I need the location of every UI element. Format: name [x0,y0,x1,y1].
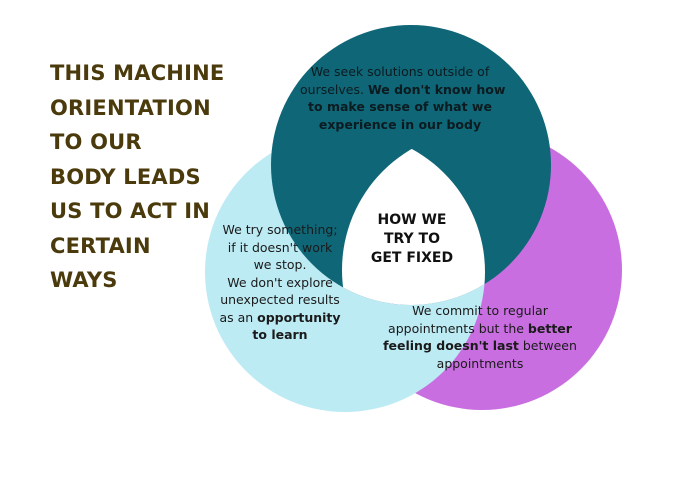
center-label: HOW WE TRY TO GET FIXED [356,211,468,268]
label-line: ourselves. We don't know how [300,81,505,99]
label-text: appointments but the [388,320,528,336]
heading: THIS MACHINE ORIENTATION TO OUR BODY LEA… [50,56,240,298]
label-line: as an opportunity [210,309,350,327]
heading-line: BODY LEADS [50,164,201,189]
label-line: appointments [436,355,524,371]
label-line: if it doesn't work [227,239,333,255]
heading-line: TO OUR [50,130,142,154]
label-line: We try something; [222,222,338,237]
center-overlap [342,132,485,305]
heading-line: THIS MACHINE [50,61,225,85]
center-line: TRY TO [383,231,441,247]
label-bold-text: to learn [252,327,308,342]
heading-line: ORIENTATION [50,95,211,120]
label-line: unexpected results [220,292,340,307]
label-line: We seek solutions outside of [310,64,490,79]
label-bold-text: opportunity [257,309,341,325]
label-text: between [518,338,577,353]
heading-line: WAYS [50,268,118,292]
label-line: we stop. [253,257,307,272]
label-line: We commit to regular [412,303,548,318]
label-line: appointments but the better [375,320,585,338]
center-line: GET FIXED [370,250,454,266]
label-text: as an [219,309,258,325]
label-bold-text: to make sense of what we [308,99,492,114]
label-right: We commit to regular appointments but th… [375,302,585,372]
label-bold-text: feeling doesn't last [383,338,519,353]
label-line: to make sense of what we [300,98,500,116]
label-line: We don't explore [227,274,333,290]
heading-line: US TO ACT IN [50,199,211,223]
heading-line: CERTAIN [50,233,151,258]
label-line: experience in our body [300,116,500,134]
label-line: to learn [210,326,350,344]
label-text: ourselves. [300,81,368,97]
label-left: We try something; if it doesn't work we … [210,221,350,344]
label-top: We seek solutions outside of ourselves. … [300,63,505,134]
label-bold-text: better [527,320,572,336]
label-line: feeling doesn't last between [375,337,585,355]
center-line: HOW WE [377,212,447,228]
label-bold-text: experience in our body [318,116,482,132]
label-bold-text: We don't know how [367,81,506,97]
